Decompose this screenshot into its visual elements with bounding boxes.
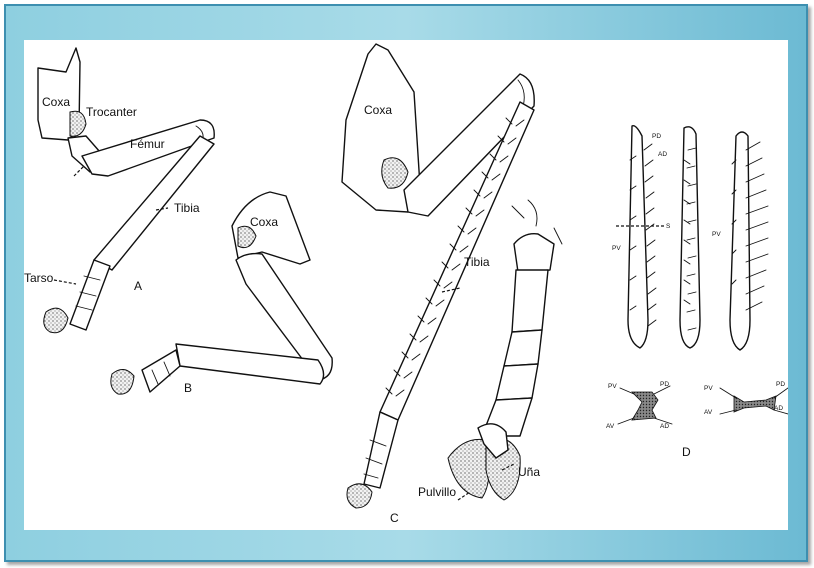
label-panel-b: B xyxy=(184,381,192,395)
detail-tarsomere-3 xyxy=(496,364,538,400)
label-d-pv-2: PV xyxy=(712,231,721,238)
label-c-tibia: Tibia xyxy=(464,255,490,269)
label-cs2-pv: PV xyxy=(704,385,713,392)
detail-tarsomere-1 xyxy=(512,270,548,332)
illustration-panel: Coxa Trocanter Fémur Tibia Tarso A Coxa … xyxy=(24,40,788,530)
label-panel-a: A xyxy=(134,279,142,293)
label-d-pv-1: PV xyxy=(612,245,621,252)
label-cs2-av: AV xyxy=(704,409,713,416)
label-a-femur: Fémur xyxy=(130,137,165,151)
label-a-tibia: Tibia xyxy=(174,201,200,215)
leg-a-trochanter xyxy=(70,111,86,136)
leg-c-tarsus-detail: Uña Pulvillo xyxy=(418,200,562,500)
label-cs1-av: AV xyxy=(606,423,615,430)
label-d-pd: PD xyxy=(652,133,661,140)
label-a-tarsus: Tarso xyxy=(24,271,54,285)
cross-section-1 xyxy=(632,392,658,420)
label-cs1-ad: AD xyxy=(660,423,669,430)
leg-c-tarsus xyxy=(364,412,398,488)
detail-d: PD AD S PV PV PV PD AV AD PV PD AV AD D xyxy=(606,126,788,459)
label-panel-d: D xyxy=(682,445,691,459)
leg-a-tarsus xyxy=(70,260,110,330)
leg-anatomy-diagram: Coxa Trocanter Fémur Tibia Tarso A Coxa … xyxy=(24,40,788,530)
leg-c-foot xyxy=(347,484,372,508)
label-d-s: S xyxy=(666,223,671,230)
detail-d-segment-2 xyxy=(680,127,700,348)
leg-b-tarsus xyxy=(142,350,180,392)
label-c-pulvillus: Pulvillo xyxy=(418,485,456,499)
label-cs2-pd: PD xyxy=(776,381,785,388)
label-d-ad: AD xyxy=(658,151,667,158)
label-cs2-ad: AD xyxy=(774,405,783,412)
detail-d-segment-3 xyxy=(730,132,750,350)
label-b-coxa: Coxa xyxy=(250,215,278,229)
leg-a: Coxa Trocanter Fémur Tibia Tarso A xyxy=(24,48,214,333)
cross-section-2 xyxy=(734,396,776,412)
detail-tarsomere-2 xyxy=(504,330,542,366)
leg-a-foot xyxy=(44,308,68,333)
label-panel-c: C xyxy=(390,511,399,525)
label-a-coxa: Coxa xyxy=(42,95,70,109)
label-c-coxa: Coxa xyxy=(364,103,392,117)
leg-b-foot xyxy=(111,369,134,394)
label-cs1-pd: PD xyxy=(660,381,669,388)
label-a-trochanter: Trocanter xyxy=(86,105,137,119)
label-cs1-pv: PV xyxy=(608,383,617,390)
label-c-claw: Uña xyxy=(518,465,540,479)
